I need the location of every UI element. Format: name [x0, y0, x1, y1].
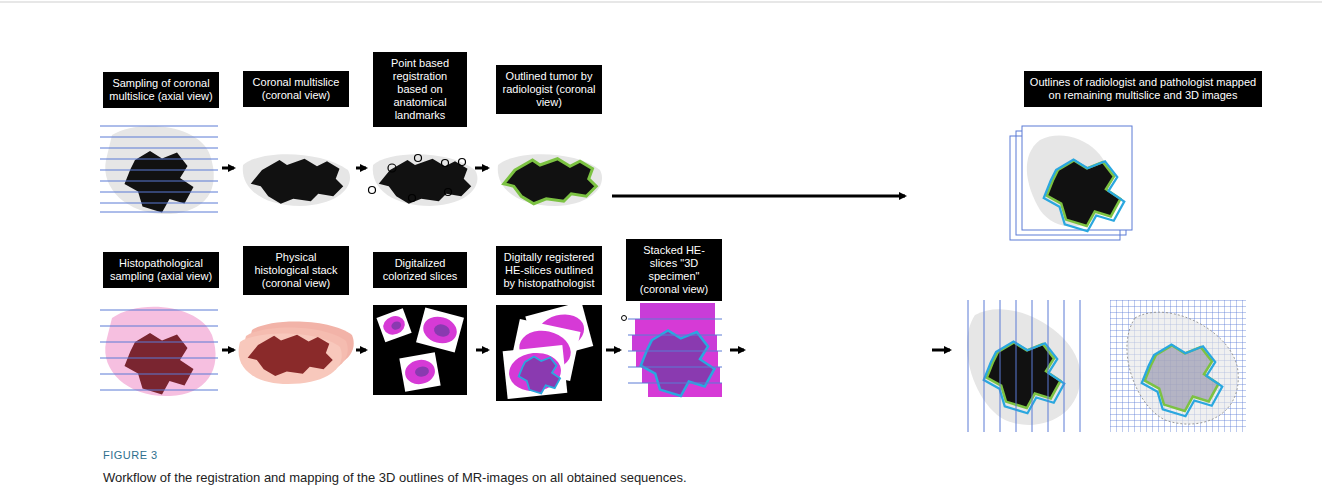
step-label-box: Physical histological stack (coronal vie…: [243, 246, 349, 295]
step-label: Outlined tumor by radiologist (coronal v…: [501, 70, 597, 109]
step-label: Coronal multislice (coronal view): [248, 76, 344, 102]
mapped-multislice-3d: [1010, 126, 1132, 240]
step-label-box: Histopathological sampling (axial view): [103, 252, 219, 288]
stacked-he-specimen: [622, 303, 723, 397]
registered-he-slices: [496, 302, 602, 401]
figure-title: FIGURE 3: [103, 449, 158, 461]
step-label-box: Outlines of radiologist and pathologist …: [1024, 71, 1262, 107]
mapped-vertical-slices: [967, 300, 1080, 432]
physical-slice-stack: [239, 322, 354, 384]
coronal-mr-slice: [243, 154, 350, 206]
step-label: Histopathological sampling (axial view): [108, 257, 214, 283]
step-label: Outlines of radiologist and pathologist …: [1029, 76, 1257, 102]
step-label: Stacked HE-slices "3D specimen" (coronal…: [631, 244, 717, 296]
axial-histology-sample: [100, 307, 218, 396]
step-label-box: Stacked HE-slices "3D specimen" (coronal…: [626, 239, 722, 301]
step-label-box: Sampling of coronal multislice (axial vi…: [103, 72, 219, 108]
figure-caption: Workflow of the registration and mapping…: [103, 470, 687, 485]
step-label-box: Coronal multislice (coronal view): [243, 71, 349, 107]
mapped-3d-grid: [1110, 300, 1246, 432]
step-label: Digitalized colorized slices: [378, 257, 462, 283]
step-label-box: Digitalized colorized slices: [373, 252, 467, 288]
radiologist-outline: [498, 154, 602, 206]
step-label: Digitally registered HE-slices outlined …: [501, 251, 597, 290]
digitized-slices: [373, 305, 467, 395]
step-label-box: Point based registration based on anatom…: [373, 52, 467, 127]
axial-mr-sample: [100, 126, 218, 214]
step-label: Sampling of coronal multislice (axial vi…: [108, 77, 214, 103]
step-label-box: Outlined tumor by radiologist (coronal v…: [496, 65, 602, 114]
step-arrows: [222, 168, 950, 350]
registration-landmarks: [369, 154, 478, 206]
step-label-box: Digitally registered HE-slices outlined …: [496, 246, 602, 295]
step-label: Point based registration based on anatom…: [378, 57, 462, 122]
step-label: Physical histological stack (coronal vie…: [248, 251, 344, 290]
